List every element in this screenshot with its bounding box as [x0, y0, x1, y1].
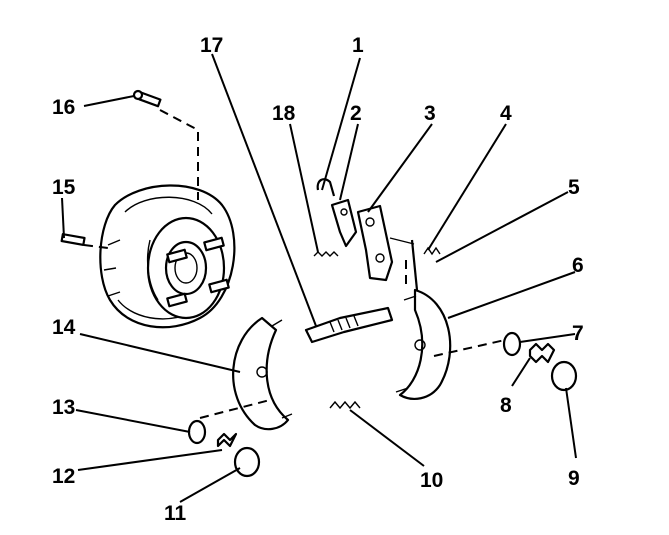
callout-18: 18 [272, 102, 296, 125]
callout-9: 9 [568, 467, 580, 490]
adjuster-spring-small [313, 251, 339, 257]
strut-rod [389, 237, 420, 301]
hold-down-cap-right [550, 360, 578, 392]
lower-return-spring [329, 400, 361, 410]
access-plug [60, 233, 86, 246]
callout-1: 1 [352, 34, 364, 57]
callout-2: 2 [350, 102, 362, 125]
adjuster-screw-assembly [304, 306, 394, 344]
callout-4: 4 [500, 102, 512, 125]
hold-down-clip [316, 178, 336, 197]
callout-8: 8 [500, 394, 512, 417]
callout-16: 16 [52, 96, 75, 119]
callout-17: 17 [200, 34, 223, 57]
hold-down-retainer-right [502, 331, 522, 357]
callout-11: 11 [164, 502, 187, 525]
assembly-lines [83, 109, 506, 419]
callout-10: 10 [420, 469, 443, 492]
callout-15: 15 [52, 176, 76, 199]
callout-6: 6 [572, 254, 584, 277]
hold-down-cap-left [233, 446, 261, 478]
hold-down-spring-right [528, 342, 556, 364]
adjuster-lever [330, 198, 358, 248]
leading-brake-shoe [232, 316, 293, 431]
callout-13: 13 [52, 396, 75, 419]
hold-down-retainer-left [187, 419, 207, 445]
wheel-studs [166, 236, 230, 308]
callout-labels: 1 2 3 4 5 6 7 8 9 10 11 12 13 14 15 16 1… [52, 34, 584, 525]
return-spring [423, 246, 441, 256]
hold-down-spring-left [216, 432, 238, 448]
trailing-brake-shoe [395, 288, 452, 400]
callout-7: 7 [572, 322, 584, 345]
leader-lines [61, 53, 577, 503]
callout-3: 3 [424, 102, 436, 125]
parking-brake-lever [356, 204, 394, 282]
callout-5: 5 [568, 176, 580, 199]
callout-12: 12 [52, 465, 75, 488]
drum-retaining-screw [132, 89, 162, 108]
callout-14: 14 [52, 316, 76, 339]
